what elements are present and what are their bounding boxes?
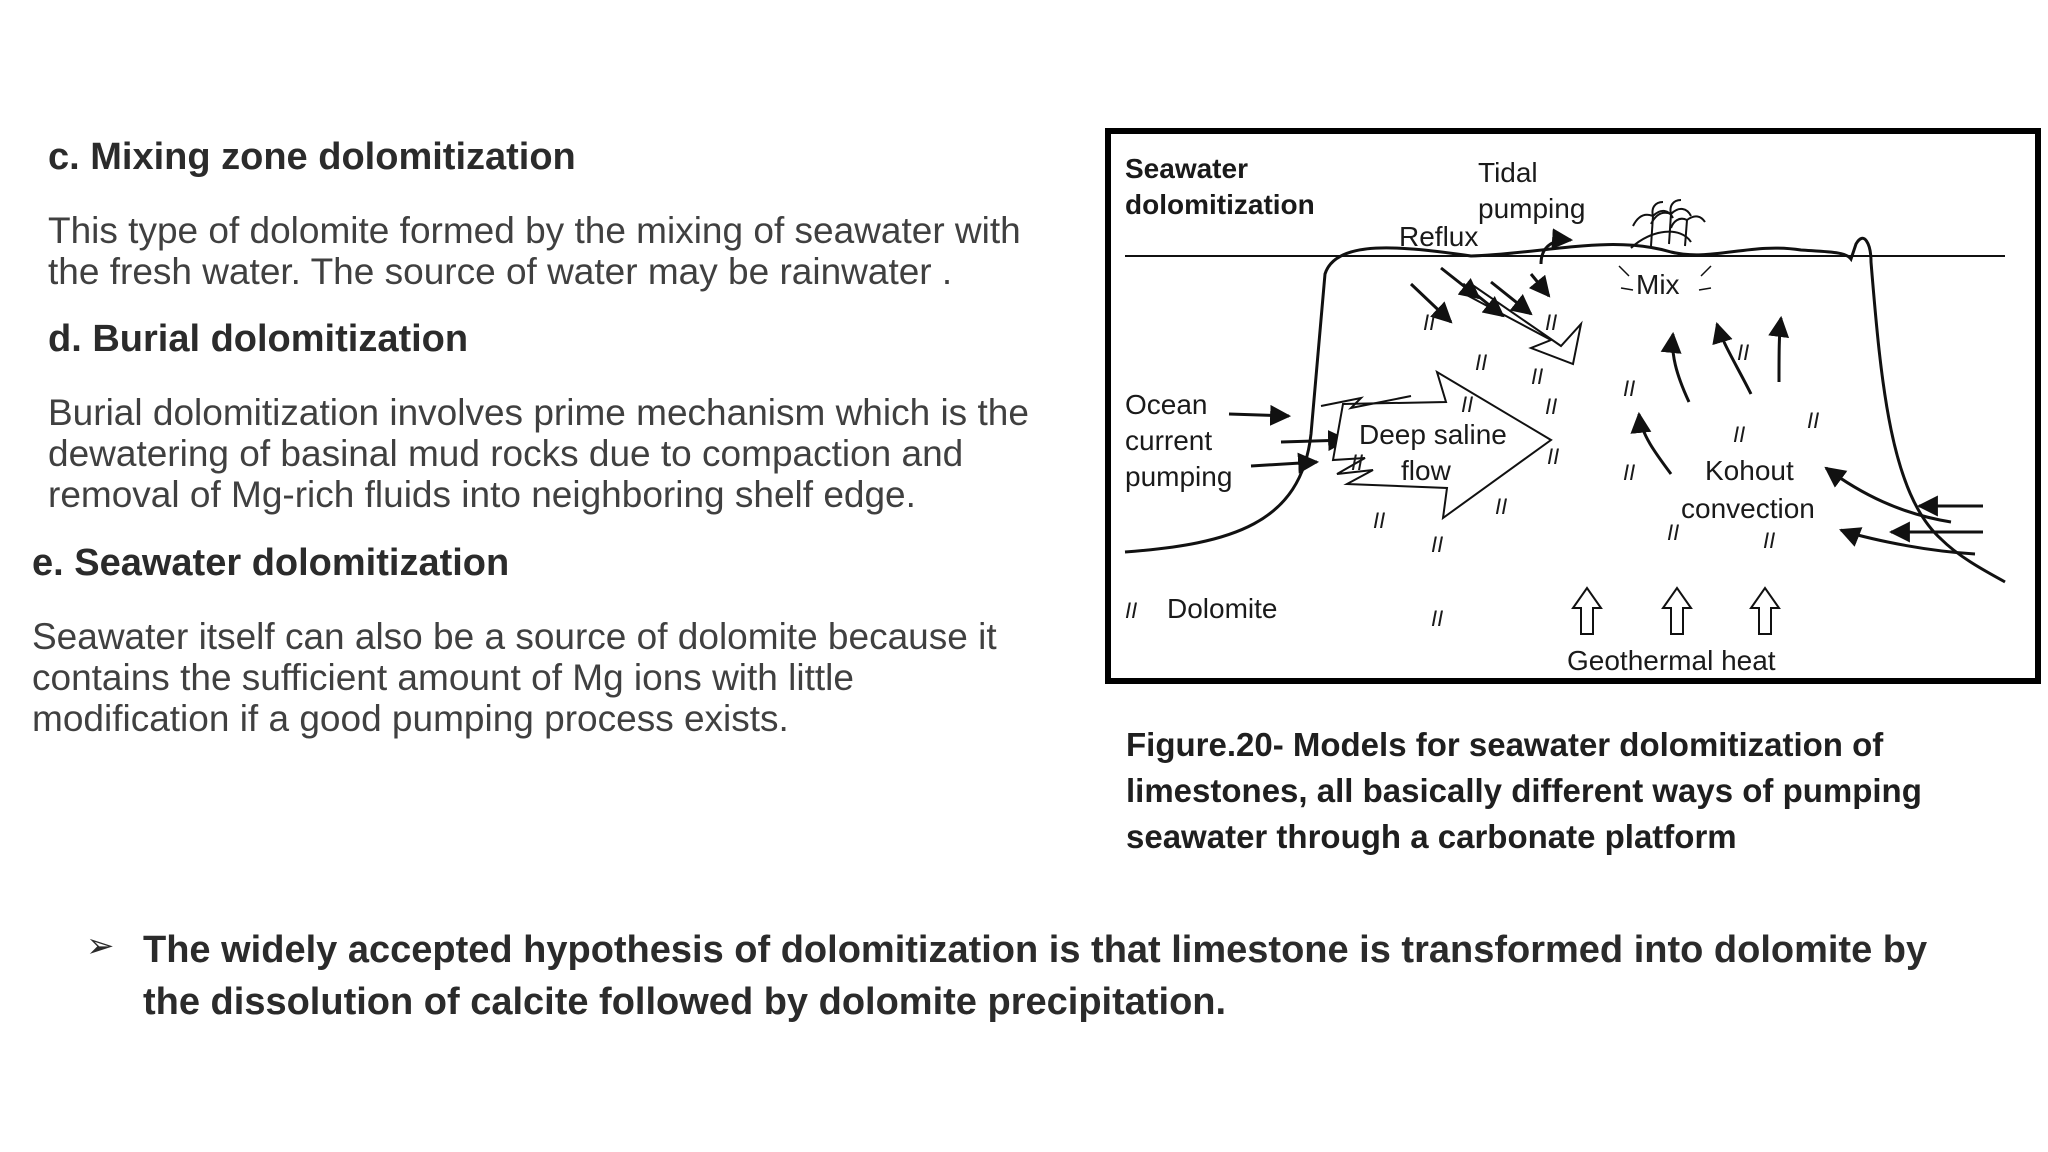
paragraph-line: dewatering of basinal mud rocks due to c… [48,433,964,474]
label-tidal: Tidal [1478,157,1538,188]
heading-seawater: e. Seawater dolomitization [32,542,510,584]
dolomite-symbol: II [1667,520,1679,545]
paragraph-seawater: Seawater itself can also be a source of … [32,616,997,739]
label-pumping-ocean: pumping [1125,461,1232,492]
dolomite-symbol: II [1623,460,1635,485]
dolomite-symbol: II [1737,340,1749,365]
deep-saline-flow-arrow [1331,369,1553,521]
platform-outline [1124,236,2006,584]
dolomite-symbol: II [1495,494,1507,519]
label-ocean: Ocean [1125,389,1208,420]
dolomite-symbol: II [1807,408,1819,433]
mix-rays [1618,265,1712,291]
dolomite-symbol: II [1763,528,1775,553]
legend-dolomite-label: Dolomite [1167,593,1277,624]
dolomite-symbol: II [1547,444,1559,469]
label-flow: flow [1401,455,1452,486]
dolomite-symbol: II [1733,422,1745,447]
caption-line: limestones, all basically different ways… [1126,772,1922,809]
figure-caption: Figure.20- Models for seawater dolomitiz… [1126,722,1922,860]
flow-zigzag [1320,395,1412,410]
caption-line: seawater through a carbonate platform [1126,818,1737,855]
heading-mixing-zone: c. Mixing zone dolomitization [48,136,576,178]
bullet-line: the dissolution of calcite followed by d… [143,981,1227,1023]
paragraph-line: contains the sufficient amount of Mg ion… [32,657,854,698]
dolomite-symbol: II [1373,508,1385,533]
palm-tree-icon [1632,199,1706,247]
dolomite-symbol: II [1623,376,1635,401]
reflux-flow-shape [1459,282,1583,366]
dolomite-symbol: II [1461,392,1473,417]
label-deep-saline: Deep saline [1359,419,1507,450]
kohout-arrows [1630,315,1976,556]
dolomite-symbol: II [1431,532,1443,557]
figure-diagram: Seawater dolomitization Tidal pumping Re… [1124,153,2006,676]
label-kohout: Kohout [1705,455,1794,486]
up-arrow-icon [1571,586,1603,635]
dolomite-symbol: II [1423,310,1435,335]
label-current: current [1125,425,1212,456]
paragraph-line: This type of dolomite formed by the mixi… [48,210,1021,251]
paragraph-line: the fresh water. The source of water may… [48,251,953,292]
label-pumping: pumping [1478,193,1585,224]
island-icon [1630,230,1692,249]
paragraph-line: Seawater itself can also be a source of … [32,616,997,657]
bullet-line: The widely accepted hypothesis of dolomi… [143,929,1928,971]
label-convection: convection [1681,493,1815,524]
label-mix: Mix [1636,269,1680,300]
dolomite-symbol: II [1545,394,1557,419]
label-geothermal-heat: Geothermal heat [1567,645,1776,676]
up-arrow-icon [1749,586,1781,635]
dolomite-symbol: II [1531,364,1543,389]
inflow-arrows [1888,495,1983,543]
figure-title-line2: dolomitization [1125,189,1315,220]
seawater-dolomitization-figure: Seawater dolomitization Tidal pumping Re… [1105,128,2041,684]
paragraph-line: modification if a good pumping process e… [32,698,789,739]
ocean-current-arrows [1228,404,1350,474]
paragraph-line: Burial dolomitization involves prime mec… [48,392,1029,433]
up-arrow-icon [1661,586,1693,635]
paragraph-burial: Burial dolomitization involves prime mec… [48,392,1029,515]
tidal-arrow [1539,228,1574,265]
figure-title-line1: Seawater [1125,153,1248,184]
label-reflux: Reflux [1399,221,1478,252]
legend-dolomite-symbol: II [1125,598,1137,623]
bullet-arrow-icon: ➢ [86,927,115,965]
dolomite-symbol: II [1351,450,1363,475]
dolomite-symbols: II II II II II II II II II II II II II I… [1351,310,1819,631]
dolomite-symbol: II [1475,350,1487,375]
dolomite-symbol: II [1545,310,1557,335]
geothermal-arrows [1571,586,1781,635]
heading-burial: d. Burial dolomitization [48,318,469,360]
dolomite-symbol: II [1431,606,1443,631]
caption-line: Figure.20- Models for seawater dolomitiz… [1126,726,1884,763]
bullet-text: The widely accepted hypothesis of dolomi… [143,924,1927,1028]
paragraph-line: removal of Mg-rich fluids into neighbori… [48,474,916,515]
paragraph-mixing-zone: This type of dolomite formed by the mixi… [48,210,1021,292]
